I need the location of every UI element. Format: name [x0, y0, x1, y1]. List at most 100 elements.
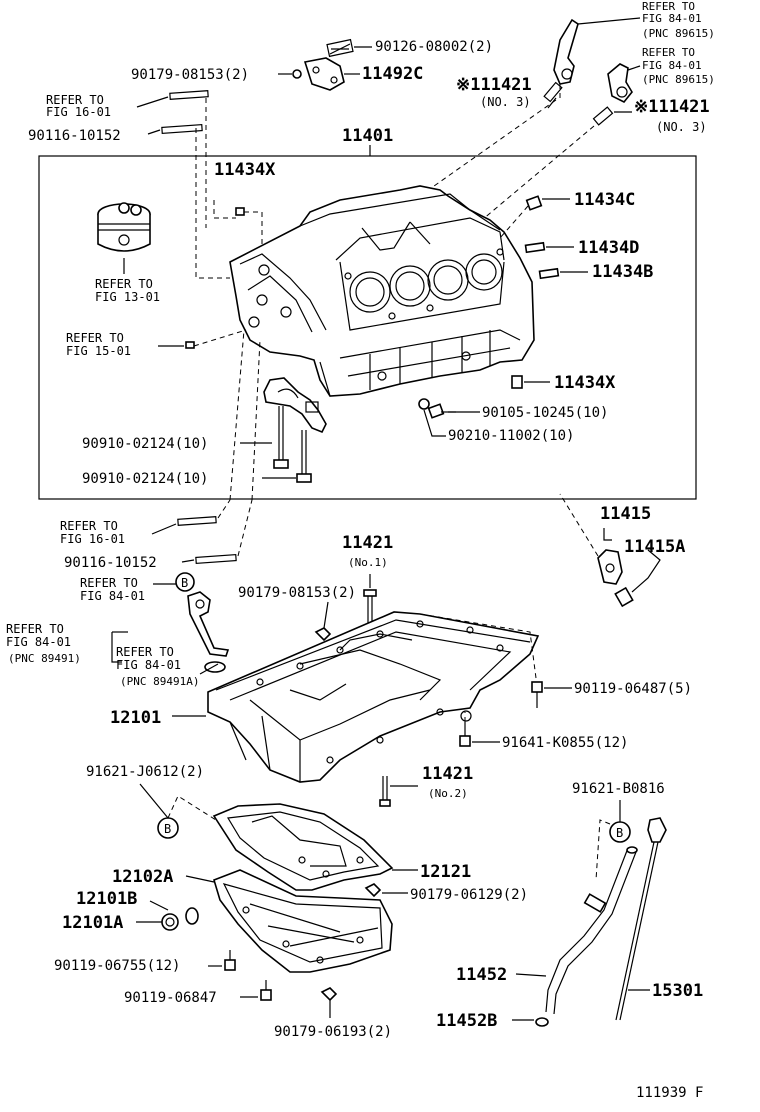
drain-plug-12101a [161, 913, 179, 931]
label-11492c: 11492C [362, 64, 423, 84]
label-no2: (No.2) [428, 787, 468, 800]
callout-b-1-letter: B [181, 576, 188, 590]
piston-refer-13-01 [97, 202, 151, 252]
label-12101b: 12101B [76, 889, 137, 909]
label-11421-no3-right: ※111421 [634, 97, 710, 117]
label-no1: (No.1) [348, 556, 388, 569]
label-91621-b0816: 91621-B0816 [572, 781, 665, 797]
bolt-90119-06755 [224, 950, 236, 971]
label-90119-06487: 90119-06487(5) [574, 681, 692, 697]
label-refer-84-01-tr2-b: FIG 84-01 [642, 59, 702, 72]
label-11452b: 11452B [436, 1011, 497, 1031]
label-refer-15-01-a: REFER TO [66, 331, 124, 345]
label-11421-no1: 11421 [342, 533, 393, 553]
label-11434x-right: 11434X [554, 373, 616, 393]
dipstick-guide-11452 [545, 846, 638, 1015]
plug-11434b [538, 267, 560, 280]
oil-pan-12102a [213, 869, 393, 973]
label-refer-16-01-low-b: FIG 16-01 [60, 532, 125, 546]
o-ring-11452b [535, 1017, 549, 1027]
bolt-90119-06847 [260, 980, 272, 1001]
label-refer-16-01-low-a: REFER TO [60, 519, 118, 533]
plug-11434d [524, 241, 546, 254]
stud-90126 [326, 38, 354, 58]
knock-sensor-11421-right [592, 106, 614, 126]
label-90105-10245: 90105-10245(10) [482, 405, 608, 421]
label-12101a: 12101A [62, 913, 123, 933]
label-11421-no3-left: ※111421 [456, 75, 532, 95]
knock-sensor-connector-a [553, 18, 579, 85]
oil-level-sensor [187, 591, 230, 657]
figure-number: 111939 F [636, 1085, 703, 1101]
label-12102a: 12102A [112, 867, 173, 887]
label-refer-84-01-m-b: FIG 84-01 [116, 658, 181, 672]
bolt-90910-b [296, 430, 312, 483]
callout-b-2-letter: B [164, 822, 171, 836]
cylinder-block-11401 [229, 185, 535, 397]
label-refer-84-01-l-c: (PNC 89491) [8, 652, 81, 665]
oil-level-gasket [204, 661, 226, 673]
oil-dipstick-15301 [615, 817, 667, 1021]
label-11434x-top: 11434X [214, 160, 276, 180]
knock-sensor-11421-left [543, 81, 563, 109]
main-bearing-cap [263, 377, 327, 434]
label-refer-84-01-b-b: FIG 84-01 [80, 589, 145, 603]
label-no3-left: (NO. 3) [480, 95, 531, 109]
label-90119-06755: 90119-06755(12) [54, 958, 180, 974]
label-refer-16-01-top-a: REFER TO [46, 93, 104, 107]
stud-90116-top [161, 90, 209, 135]
plug-11434x-right [511, 375, 523, 389]
washer-90179-top [292, 69, 302, 79]
bolt-90119-06487 [531, 681, 543, 708]
label-refer-84-01-tr1-b: FIG 84-01 [642, 12, 702, 25]
label-11452: 11452 [456, 965, 507, 985]
label-90179-08153-top: 90179-08153(2) [131, 67, 249, 83]
oil-pan-12101 [207, 611, 540, 783]
label-11401: 11401 [342, 126, 393, 146]
bolt-90910-a [273, 406, 289, 469]
label-12121: 12121 [420, 862, 471, 882]
label-90116-10152-top: 90116-10152 [28, 128, 121, 144]
label-11415: 11415 [600, 504, 651, 524]
stud-90116-low [177, 516, 237, 565]
label-15301: 15301 [652, 981, 703, 1001]
callout-b-1 [175, 572, 195, 592]
cover-plate-11492c [303, 57, 345, 91]
oil-baffle-plate-12121 [212, 803, 394, 891]
label-11434b: 11434B [592, 262, 653, 282]
engine-block-frame [38, 155, 697, 500]
label-12101: 12101 [110, 708, 161, 728]
label-refer-84-01-tr2-a: REFER TO [642, 46, 695, 59]
label-11415a: 11415A [624, 537, 685, 557]
label-11434d: 11434D [578, 238, 639, 258]
label-90116-10152-low: 90116-10152 [64, 555, 157, 571]
label-refer-15-01-b: FIG 15-01 [66, 344, 131, 358]
label-90179-08153-low: 90179-08153(2) [238, 585, 356, 601]
label-11434c: 11434C [574, 190, 635, 210]
washer-90210 [418, 398, 430, 410]
label-90210-11002: 90210-11002(10) [448, 428, 574, 444]
plug-11434x-top [235, 207, 245, 216]
label-90910-02124-b: 90910-02124(10) [82, 471, 208, 487]
bolt-90105 [427, 403, 456, 419]
label-90119-06847: 90119-06847 [124, 990, 217, 1006]
plug-refer-15-01 [185, 341, 195, 349]
label-refer-84-01-m-c: (PNC 89491A) [120, 675, 199, 688]
label-refer-16-01-top-b: FIG 16-01 [46, 105, 111, 119]
oil-pressure-switch-11415a [614, 586, 634, 608]
label-90910-02124-a: 90910-02124(10) [82, 436, 208, 452]
label-90179-06129: 90179-06129(2) [410, 887, 528, 903]
label-11421-no2: 11421 [422, 764, 473, 784]
washer-90179-low [314, 627, 332, 642]
washer-90179-06129 [364, 883, 382, 898]
gasket-12101b [185, 907, 199, 925]
callout-b-3-letter: B [616, 826, 623, 840]
oil-pressure-switch-11415 [597, 549, 623, 585]
label-refer-84-01-tr1-c: (PNC 89615) [642, 27, 715, 40]
label-refer-13-01-b: FIG 13-01 [95, 290, 160, 304]
label-91621-j0612: 91621-J0612(2) [86, 764, 204, 780]
label-refer-84-01-l-b: FIG 84-01 [6, 635, 71, 649]
label-refer-84-01-l-a: REFER TO [6, 622, 64, 636]
